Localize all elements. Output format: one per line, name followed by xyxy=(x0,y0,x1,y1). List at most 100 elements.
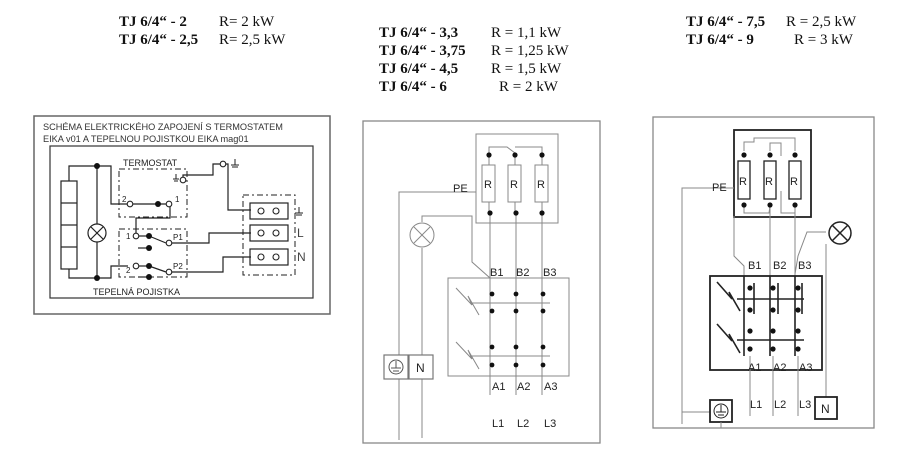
model-name: TJ 6/4“ - 2 xyxy=(119,14,187,30)
fuse-pin-2: 2 xyxy=(126,266,131,275)
model-row: TJ 6/4“ - 9 R = 3 kW xyxy=(686,31,856,49)
wiring-diagram-three-phase-a: R R R PE B1 B2 B3 A1 A2 A3 L1 L2 L3 N xyxy=(362,120,601,444)
ground-icon xyxy=(295,207,303,216)
pe-label: PE xyxy=(453,183,468,195)
model-power: R = 1,1 kW xyxy=(491,25,562,41)
line-l2: L2 xyxy=(517,418,529,430)
contactor-box xyxy=(447,277,570,377)
resistor-label: R xyxy=(484,179,492,191)
terminal-N xyxy=(249,248,289,266)
ground-icon xyxy=(173,174,179,182)
model-group-3: TJ 6/4“ - 7,5 R = 2,5 kW TJ 6/4“ - 9 R = 3… xyxy=(686,13,856,49)
inner-frame xyxy=(49,145,314,299)
terminal-b2: B2 xyxy=(773,260,786,272)
terminal-L xyxy=(249,224,289,242)
terminal-ground xyxy=(249,202,289,220)
fuse-p1-label: P1 xyxy=(173,233,183,242)
resistor-label: R xyxy=(537,179,545,191)
wiring-diagram-three-phase-b: R R R PE B1 B2 B3 A1 A2 A3 L1 L2 L3 xyxy=(652,116,875,429)
thermostat-pin-2: 2 xyxy=(122,195,127,204)
model-power: R= 2,5 kW xyxy=(219,32,286,48)
ground-icon xyxy=(388,359,404,375)
model-name: TJ 6/4“ - 2,5 xyxy=(119,32,199,48)
diagram-frame xyxy=(33,115,331,315)
contactor-lines xyxy=(455,287,550,370)
model-power: R = 3 kW xyxy=(794,32,853,48)
model-name: TJ 6/4“ - 9 xyxy=(686,32,754,48)
line-l3: L3 xyxy=(799,399,811,411)
model-name: TJ 6/4“ - 4,5 xyxy=(379,61,459,77)
terminal-b3: B3 xyxy=(543,267,556,279)
model-power: R = 1,25 kW xyxy=(491,43,569,59)
ground-icon xyxy=(231,159,239,168)
line-l1: L1 xyxy=(750,399,762,411)
thermostat-box xyxy=(118,168,188,218)
thermal-fuse-label: TEPELNÁ POJISTKA xyxy=(93,287,180,297)
contactor-box xyxy=(709,275,823,371)
model-row: TJ 6/4“ - 2,5 R= 2,5 kW xyxy=(119,31,285,49)
lamp-icon xyxy=(409,222,435,248)
model-power: R = 2 kW xyxy=(499,79,558,95)
wiring-diagram-single-phase: SCHÉMA ELEKTRICKÉHO ZAPOJENÍ S TERMOSTAT… xyxy=(33,115,331,315)
resistor-wires xyxy=(681,137,827,424)
resistor-icon: R R R xyxy=(481,164,549,203)
model-row: TJ 6/4“ - 6 R = 2 kW xyxy=(379,78,569,96)
resistor-label: R xyxy=(765,176,773,188)
fuse-pin-1: 1 xyxy=(126,232,131,241)
terminal-b3: B3 xyxy=(798,260,811,272)
lamp-icon xyxy=(828,221,852,245)
thermostat-label: TERMOSTAT xyxy=(123,158,178,168)
terminal-N-label: N xyxy=(297,250,306,264)
neutral-terminal xyxy=(814,396,838,420)
model-name: TJ 6/4“ - 3,3 xyxy=(379,25,459,41)
junction-dots xyxy=(486,152,546,368)
terminal-b2: B2 xyxy=(516,267,529,279)
pe-label: PE xyxy=(712,182,727,194)
resistor-label: R xyxy=(510,179,518,191)
terminal-a3: A3 xyxy=(544,381,557,393)
terminal-L-label: L xyxy=(297,226,304,240)
model-row: TJ 6/4“ - 3,3 R = 1,1 kW xyxy=(379,24,569,42)
model-row: TJ 6/4“ - 2 R= 2 kW xyxy=(119,13,285,31)
model-row: TJ 6/4“ - 3,75 R = 1,25 kW xyxy=(379,42,569,60)
model-group-1: TJ 6/4“ - 2 R= 2 kW TJ 6/4“ - 2,5 R= 2,5 k… xyxy=(119,13,285,49)
line-l2: L2 xyxy=(774,399,786,411)
ground-icon xyxy=(713,403,729,419)
terminal-a3: A3 xyxy=(799,362,812,374)
line-l1: L1 xyxy=(492,418,504,430)
model-row: TJ 6/4“ - 4,5 R = 1,5 kW xyxy=(379,60,569,78)
line-l3: L3 xyxy=(544,418,556,430)
thermal-fuse-box xyxy=(118,228,188,278)
model-name: TJ 6/4“ - 3,75 xyxy=(379,43,466,59)
model-row: TJ 6/4“ - 7,5 R = 2,5 kW xyxy=(686,13,856,31)
neutral-terminal xyxy=(408,354,434,380)
resistor-housing xyxy=(475,133,559,224)
terminal-screws xyxy=(126,160,280,276)
model-power: R = 1,5 kW xyxy=(491,61,562,77)
thermostat-pin-1: 1 xyxy=(175,195,180,204)
terminal-a2: A2 xyxy=(773,362,786,374)
model-power: R= 2 kW xyxy=(219,14,275,30)
model-power: R = 2,5 kW xyxy=(786,14,857,30)
terminal-b1: B1 xyxy=(748,260,761,272)
junction-dots xyxy=(94,163,161,281)
model-name: TJ 6/4“ - 7,5 xyxy=(686,14,766,30)
fuse-p2-label: P2 xyxy=(173,262,183,271)
output-wires xyxy=(749,356,799,416)
model-group-2: TJ 6/4“ - 3,3 R = 1,1 kW TJ 6/4“ - 3,75 R … xyxy=(379,24,569,96)
neutral-label: N xyxy=(416,361,425,375)
junction-dots xyxy=(741,152,801,352)
terminal-b1: B1 xyxy=(490,267,503,279)
resistor-label: R xyxy=(790,176,798,188)
model-name: TJ 6/4“ - 6 xyxy=(379,79,447,95)
terminal-block-box xyxy=(242,194,296,276)
resistor-icon: R R R xyxy=(737,160,802,200)
diagram-title-line1: SCHÉMA ELEKTRICKÉHO ZAPOJENÍ S TERMOSTAT… xyxy=(43,122,283,132)
terminal-a1: A1 xyxy=(748,362,761,374)
terminal-a2: A2 xyxy=(517,381,530,393)
terminal-a1: A1 xyxy=(492,381,505,393)
diagram-title-line2: EIKA v01 A TEPELNOU POJISTKOU EIKA mag01 xyxy=(43,134,249,144)
contactor-lines xyxy=(716,276,804,356)
resistor-housing xyxy=(733,129,812,218)
neutral-label: N xyxy=(821,402,830,416)
